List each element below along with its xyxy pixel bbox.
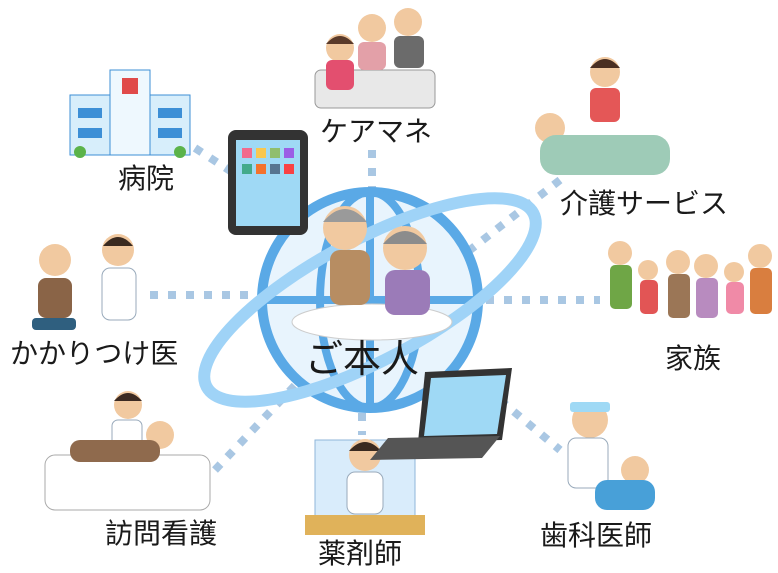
care-manager-label: ケアマネ: [320, 115, 433, 148]
home-nursing-label: 訪問看護: [105, 517, 218, 550]
doctor-consult-illustration: [32, 234, 137, 330]
laptop-icon: [370, 368, 512, 460]
care-service-label: 介護サービス: [560, 187, 729, 220]
elderly-couple-illustration: [291, 206, 453, 341]
center-label: ご本人: [305, 337, 420, 381]
tablet-icon: [228, 130, 308, 235]
dentist-illustration: [567, 402, 655, 510]
nurse-bedside-illustration: [44, 391, 211, 511]
family-label: 家族: [665, 342, 722, 375]
dentist-label: 歯科医師: [540, 519, 653, 552]
family-doctor-label: かかりつけ医: [10, 337, 179, 370]
family-group-illustration: [608, 241, 772, 318]
care-manager-illustration: [314, 8, 436, 109]
hospital-label: 病院: [118, 162, 175, 195]
hospital-building-icon: [69, 69, 191, 158]
pharmacist-label: 薬剤師: [318, 537, 403, 570]
caregiver-illustration: [535, 57, 670, 175]
